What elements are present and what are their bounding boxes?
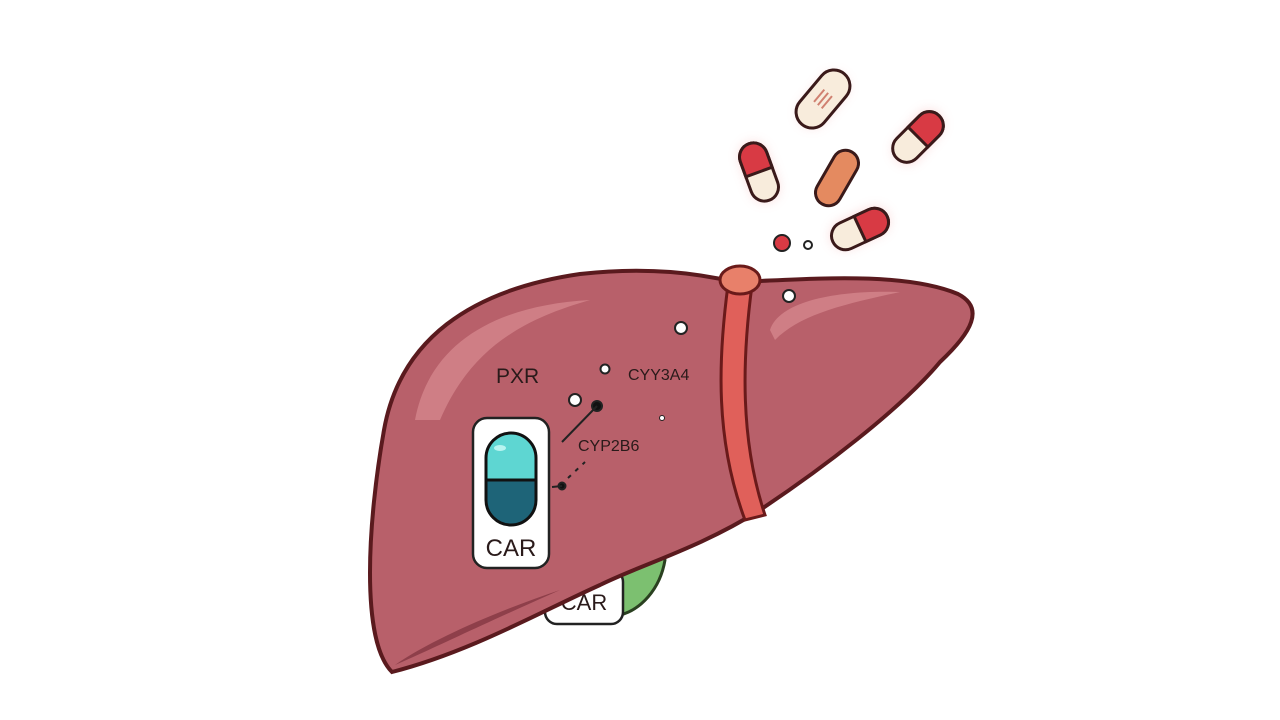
tablet-icon — [794, 68, 852, 130]
molecule-dots — [551, 234, 813, 491]
pills-group — [738, 68, 945, 252]
pill-icon — [829, 206, 891, 252]
capsule-icon — [484, 431, 538, 482]
falciform-ligament — [719, 283, 767, 522]
liver — [368, 264, 975, 675]
cyp2b6-label: CYP2B6 — [578, 438, 639, 455]
car-capsule-box: CAR — [471, 416, 551, 570]
pxr-label: PXR — [496, 365, 539, 388]
car-main-label: CAR — [486, 535, 537, 562]
pill-icon — [814, 148, 860, 208]
pill-icon — [891, 110, 945, 164]
pill-icon — [738, 141, 780, 203]
cyp3a4-label: CYY3A4 — [628, 367, 689, 384]
